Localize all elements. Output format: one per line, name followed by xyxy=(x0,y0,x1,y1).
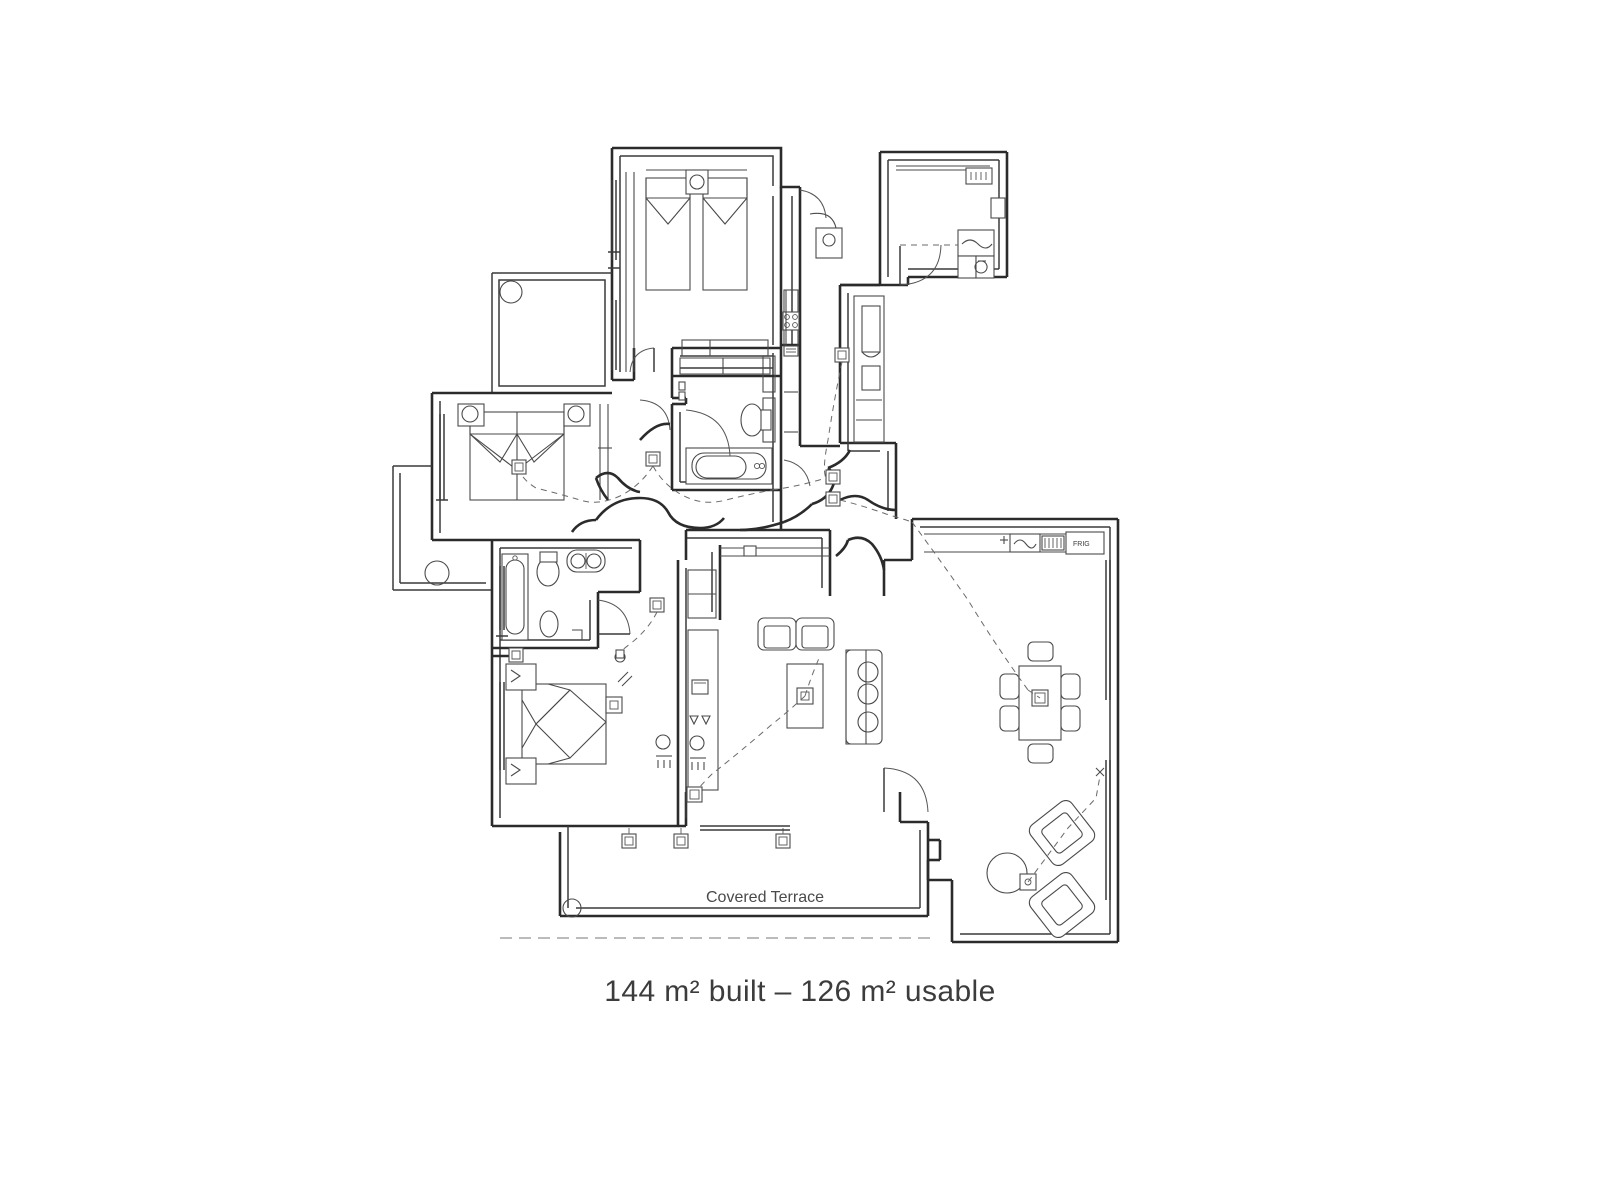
electrical-box xyxy=(645,451,661,467)
terrace-label: Covered Terrace xyxy=(706,889,824,906)
electrical-box xyxy=(825,469,841,485)
electrical-box xyxy=(834,347,850,363)
bathroom-lower-fixtures xyxy=(501,549,631,641)
structural-walls xyxy=(392,146,1120,944)
electrical-box xyxy=(686,786,703,803)
bathroom-central-fixtures xyxy=(678,357,773,485)
bedroom-third-furniture xyxy=(505,647,633,785)
electrical-layout xyxy=(520,347,1041,849)
terrace-furniture xyxy=(986,767,1105,939)
utility-room-fixtures xyxy=(896,165,1006,286)
plan-caption: 144 m² built – 126 m² usable xyxy=(604,975,996,1008)
electrical-box xyxy=(673,833,689,849)
electrical-box xyxy=(775,833,791,849)
kitchen-fixtures xyxy=(762,212,885,443)
electrical-box xyxy=(825,491,841,507)
electrical-box xyxy=(621,833,637,849)
windows xyxy=(436,180,1111,900)
electrical-box xyxy=(649,597,665,613)
living-room-furniture: FRIG xyxy=(757,531,1105,764)
bedroom-twin-furniture xyxy=(625,169,769,373)
hall-study-furniture xyxy=(655,545,830,791)
fridge-label: FRIG xyxy=(1073,541,1090,548)
bedroom-master-furniture xyxy=(457,399,671,501)
